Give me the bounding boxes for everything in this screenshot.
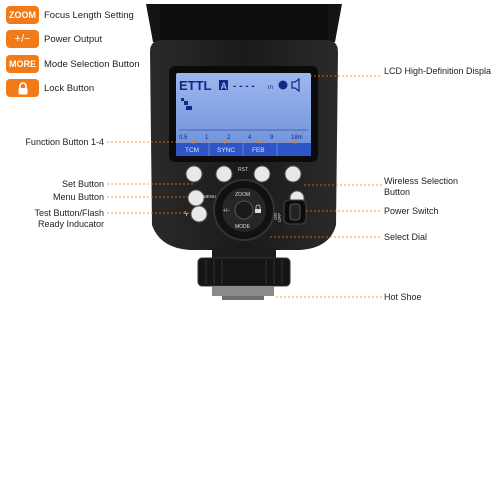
power-off-label: OFF bbox=[277, 213, 282, 222]
lcd-scale-label: 1 bbox=[205, 135, 209, 141]
lcd-scale-label: 18m bbox=[291, 135, 303, 141]
legend-lock: Lock Button bbox=[6, 79, 94, 97]
menu-button[interactable] bbox=[187, 189, 205, 207]
bolt-icon: ϟ bbox=[184, 211, 188, 218]
power-switch-callout: Power Switch bbox=[384, 206, 439, 216]
wireless-button-callout: Wireless Selection Button bbox=[384, 176, 459, 197]
foot-neck bbox=[212, 248, 276, 258]
lcd-mode-badge: A bbox=[221, 81, 228, 91]
rst-label: RST bbox=[238, 167, 248, 173]
function-button-2[interactable] bbox=[215, 165, 233, 183]
function-button-4[interactable] bbox=[284, 165, 302, 183]
menu-label: MENU bbox=[203, 194, 216, 199]
legend-power: +/− Power Output bbox=[6, 30, 102, 48]
lcd-callout: LCD High-Definition Display bbox=[384, 66, 491, 76]
lcd-mode-badge-bg bbox=[219, 80, 228, 90]
test-button[interactable] bbox=[190, 205, 208, 223]
lcd-screen bbox=[176, 73, 311, 156]
set-button-callout: Set Button bbox=[61, 179, 104, 189]
legend-zoom-label: Focus Length Setting bbox=[44, 9, 134, 21]
function-buttons-callout: Function Button 1-4 bbox=[25, 137, 104, 147]
plus-minus-icon: +/− bbox=[223, 208, 230, 214]
lcd-sound-icon bbox=[291, 77, 300, 93]
dial-lock-icon bbox=[255, 204, 261, 213]
legend-mode: MORE Mode Selection Button bbox=[6, 55, 140, 73]
lcd-scale-label: 0.5 bbox=[179, 135, 188, 141]
lcd-softkey-2: SYNC bbox=[217, 147, 235, 154]
plus-minus-badge: +/− bbox=[6, 30, 39, 48]
power-on-label: ON bbox=[273, 213, 278, 220]
hot-shoe-callout: Hot Shoe bbox=[384, 292, 422, 302]
menu-button-callout: Menu Button bbox=[52, 192, 104, 202]
function-button-1[interactable] bbox=[185, 165, 203, 183]
legend-mode-label: Mode Selection Button bbox=[44, 58, 140, 70]
lcd-scale-label: 2 bbox=[227, 135, 231, 141]
lock-icon bbox=[6, 79, 39, 97]
set-button-center[interactable] bbox=[234, 200, 254, 220]
lcd-softkey-1: TCM bbox=[185, 147, 199, 154]
lcd-softkey-3: FEB bbox=[252, 147, 265, 154]
lcd-scale-label: 9 bbox=[270, 135, 274, 141]
mode-label: MODE bbox=[235, 224, 251, 230]
lcd-mode-text: ETTL bbox=[179, 78, 212, 93]
hot-shoe bbox=[212, 286, 274, 296]
more-badge: MORE bbox=[6, 55, 39, 73]
legend-power-label: Power Output bbox=[44, 33, 103, 45]
test-button-callout: Test Button/Flash Ready Inducator bbox=[34, 208, 104, 229]
zoom-label: ZOOM bbox=[235, 192, 250, 198]
hot-shoe-lock-ring[interactable] bbox=[197, 257, 291, 287]
lcd-flash-icon bbox=[181, 98, 192, 110]
lcd-wireless-icon bbox=[278, 80, 288, 90]
select-dial-callout: Select Dial bbox=[384, 232, 428, 242]
legend-zoom: ZOOM Focus Length Setting bbox=[6, 6, 134, 24]
legend-lock-label: Lock Button bbox=[44, 82, 95, 94]
lcd-scale-label: 4 bbox=[248, 135, 252, 141]
lcd-unit: m bbox=[268, 85, 273, 91]
function-button-3[interactable] bbox=[253, 165, 271, 183]
zoom-badge: ZOOM bbox=[6, 6, 39, 24]
lcd-dashes: - - - - bbox=[233, 81, 255, 92]
